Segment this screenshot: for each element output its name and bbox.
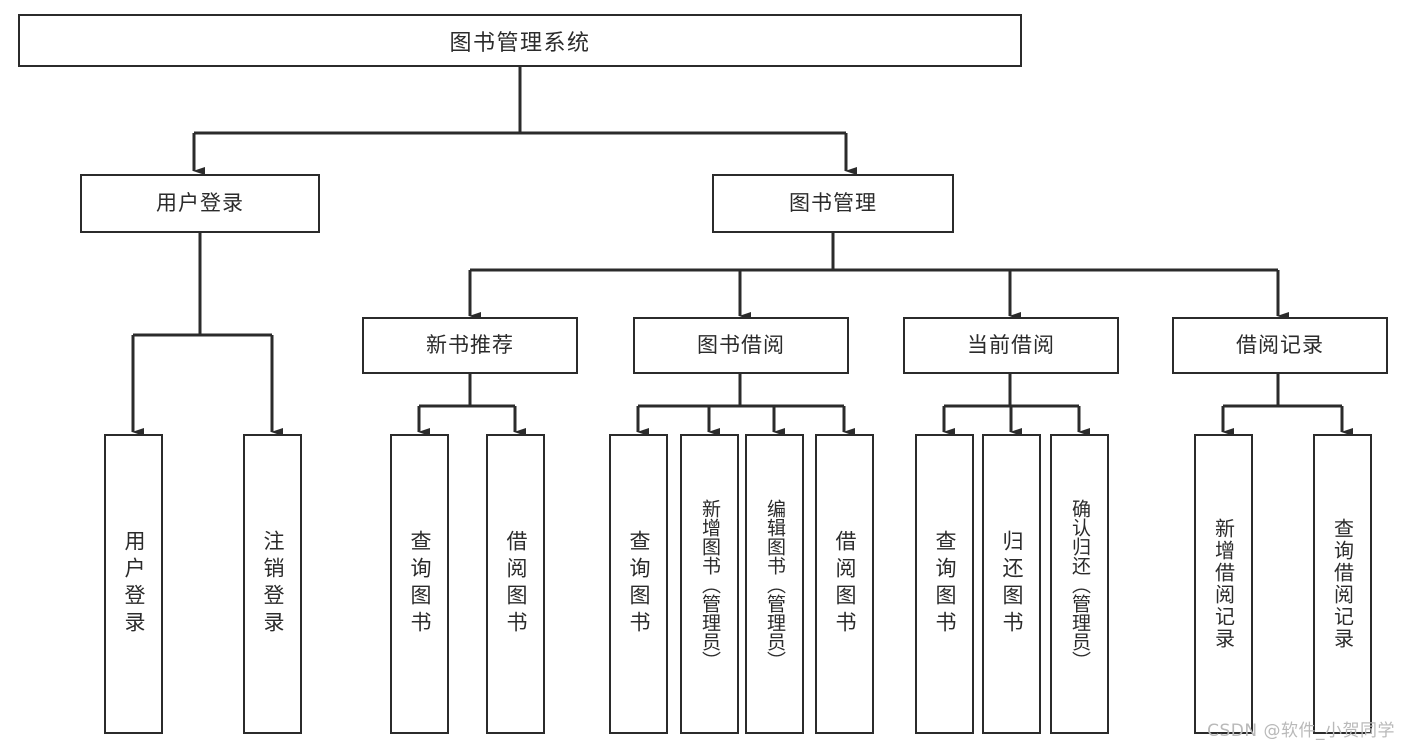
node-current-borrow[interactable]: 当前借阅 xyxy=(903,317,1119,374)
node-current-borrow-label: 当前借阅 xyxy=(967,332,1055,357)
leaf-borrow-record-add[interactable]: 新增借阅记录 xyxy=(1194,434,1253,734)
node-root[interactable]: 图书管理系统 xyxy=(18,14,1022,67)
leaf-book-borrow-add[interactable]: 新增图书（管理员） xyxy=(680,434,739,734)
leaf-current-borrow-return[interactable]: 归还图书 xyxy=(982,434,1041,734)
leaf-label: 注销登录 xyxy=(261,530,285,638)
leaf-new-book-query[interactable]: 查询图书 xyxy=(390,434,449,734)
leaf-new-book-borrow[interactable]: 借阅图书 xyxy=(486,434,545,734)
node-book-borrow-label: 图书借阅 xyxy=(697,332,785,357)
leaf-label: 归还图书 xyxy=(1000,530,1024,638)
watermark: CSDN @软件_小贺同学 xyxy=(1207,721,1395,741)
node-new-book-recommend-label: 新书推荐 xyxy=(426,332,514,357)
node-book-management-label: 图书管理 xyxy=(789,190,877,215)
leaf-label: 查询图书 xyxy=(933,530,957,638)
node-borrow-record[interactable]: 借阅记录 xyxy=(1172,317,1388,374)
leaf-label: 确认归还（管理员） xyxy=(1069,498,1091,670)
leaf-label: 新增借阅记录 xyxy=(1211,518,1236,650)
leaf-book-borrow-query[interactable]: 查询图书 xyxy=(609,434,668,734)
leaf-label: 查询图书 xyxy=(408,530,432,638)
leaf-label: 查询图书 xyxy=(627,530,651,638)
node-user-login[interactable]: 用户登录 xyxy=(80,174,320,233)
leaf-borrow-record-query[interactable]: 查询借阅记录 xyxy=(1313,434,1372,734)
leaf-label: 借阅图书 xyxy=(504,530,528,638)
node-user-login-label: 用户登录 xyxy=(156,190,244,215)
node-borrow-record-label: 借阅记录 xyxy=(1236,332,1324,357)
leaf-current-borrow-confirm[interactable]: 确认归还（管理员） xyxy=(1050,434,1109,734)
leaf-label: 编辑图书（管理员） xyxy=(764,498,786,670)
leaf-user-login-login[interactable]: 用户登录 xyxy=(104,434,163,734)
node-new-book-recommend[interactable]: 新书推荐 xyxy=(362,317,578,374)
leaf-label: 新增图书（管理员） xyxy=(699,498,721,670)
node-book-borrow[interactable]: 图书借阅 xyxy=(633,317,849,374)
leaf-label: 借阅图书 xyxy=(833,530,857,638)
leaf-label: 查询借阅记录 xyxy=(1330,518,1355,650)
leaf-current-borrow-query[interactable]: 查询图书 xyxy=(915,434,974,734)
node-book-management[interactable]: 图书管理 xyxy=(712,174,954,233)
leaf-book-borrow-lend[interactable]: 借阅图书 xyxy=(815,434,874,734)
leaf-user-login-logout[interactable]: 注销登录 xyxy=(243,434,302,734)
node-root-label: 图书管理系统 xyxy=(449,30,591,56)
leaf-label: 用户登录 xyxy=(122,530,146,638)
leaf-book-borrow-edit[interactable]: 编辑图书（管理员） xyxy=(745,434,804,734)
